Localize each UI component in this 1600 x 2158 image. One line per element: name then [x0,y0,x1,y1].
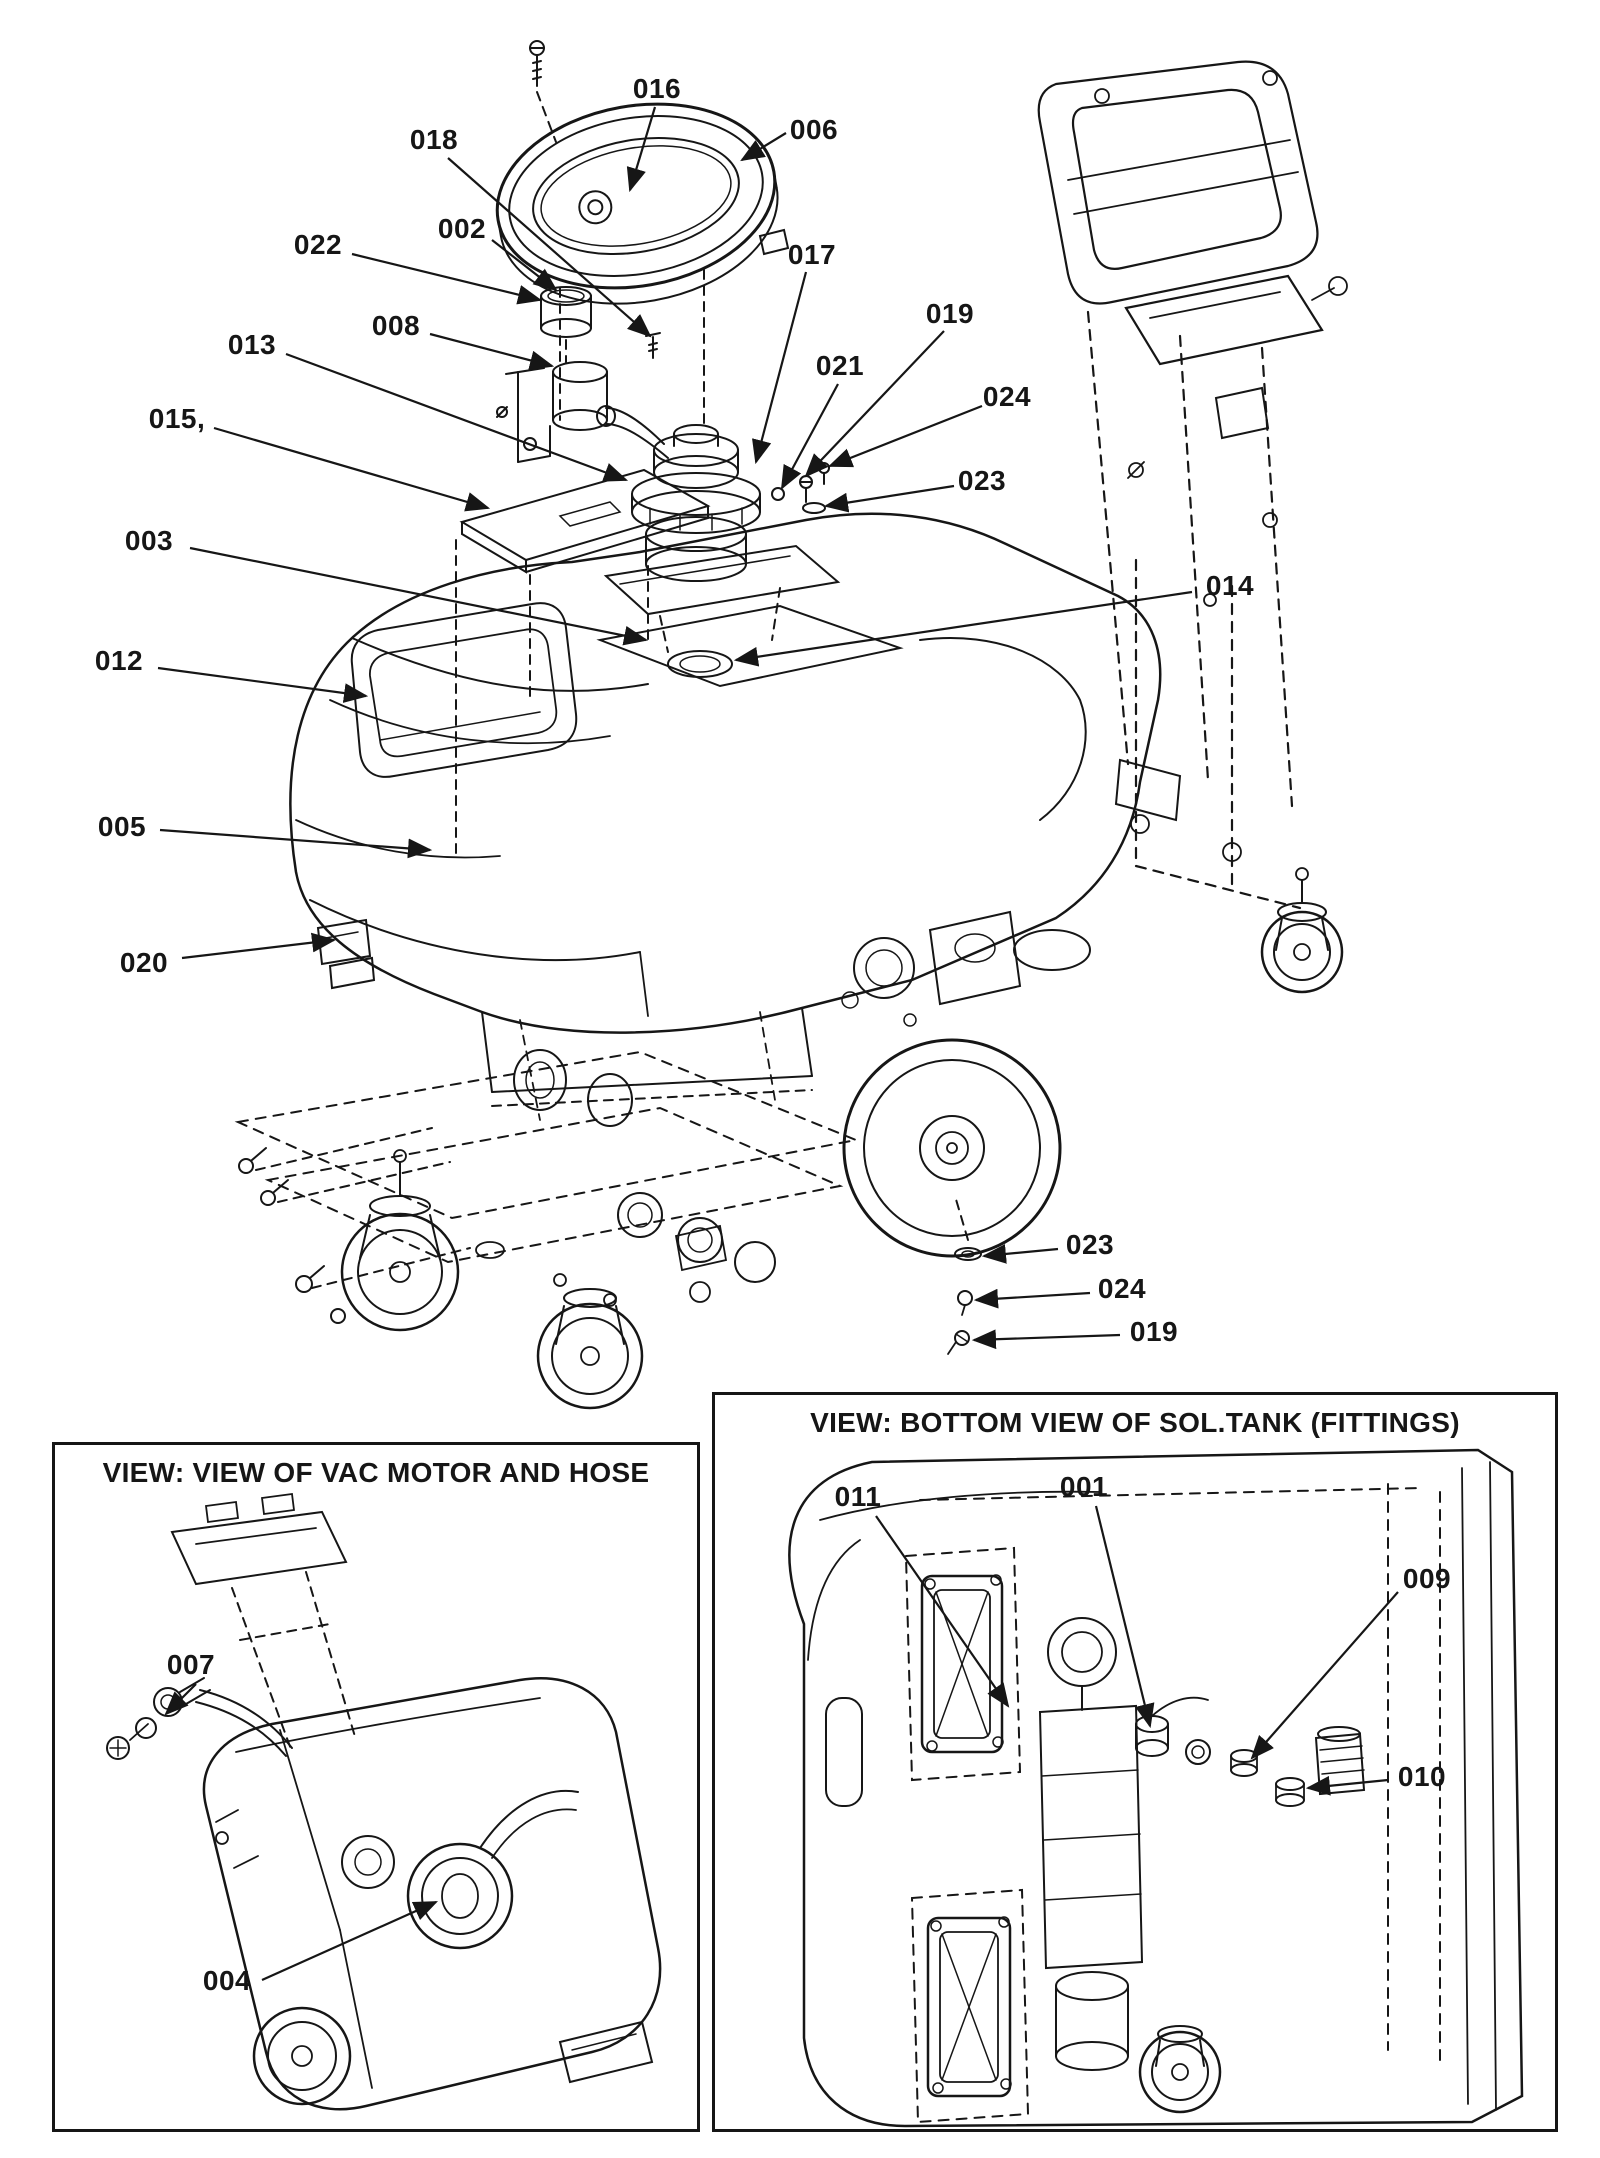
callout-020: 020 [119,947,169,978]
inset-vac-motor-title: VIEW: VIEW OF VAC MOTOR AND HOSE [102,1457,650,1488]
callout-003: 003 [124,525,174,556]
machine-body [289,512,1162,1127]
callout-015: 015, [148,403,206,434]
callout-008: 008 [371,310,421,341]
callout-016: 016 [632,73,682,104]
callout-013: 013 [227,329,277,360]
callout-022: 022 [293,229,343,260]
callout-001: 001 [1059,1471,1109,1502]
callout-009: 009 [1402,1563,1452,1594]
leader-lines [157,106,1399,1982]
fastener-stack [947,1195,982,1355]
callout-019-upper: 019 [925,298,975,329]
callout-010: 010 [1397,1761,1447,1792]
callout-011: 011 [834,1481,882,1512]
inset-sol-tank-drawing [788,1448,1524,2128]
brush-deck [234,1050,860,1410]
lid-assembly [495,40,790,431]
callout-002: 002 [437,213,487,244]
callout-024-lower: 024 [1097,1273,1147,1304]
handle-assembly [1037,60,1348,994]
inset-vac-motor-drawing [106,1492,662,2111]
callout-014: 014 [1205,570,1255,601]
inset-vac-motor-view: VIEW: VIEW OF VAC MOTOR AND HOSE [52,1442,700,2132]
callout-023-upper: 023 [957,465,1007,496]
callout-006: 006 [789,114,839,145]
vac-motor-assembly [596,405,841,653]
callout-012: 012 [94,645,144,676]
callout-018: 018 [409,124,459,155]
callout-004: 004 [202,1965,252,1996]
callout-023-lower: 023 [1065,1229,1115,1260]
callout-021: 021 [815,350,865,381]
callout-005: 005 [97,811,147,842]
callout-017: 017 [787,239,837,270]
callout-019-lower: 019 [1129,1316,1179,1347]
callout-007: 007 [166,1649,216,1680]
small-parts [496,286,661,463]
rear-wheel [842,1038,1062,1258]
inset-sol-tank-title: VIEW: BOTTOM VIEW OF SOL.TANK (FITTINGS) [810,1407,1460,1438]
inset-sol-tank-view: VIEW: BOTTOM VIEW OF SOL.TANK (FITTINGS) [712,1392,1558,2132]
callout-024-upper: 024 [982,381,1032,412]
mounting-plate [455,468,711,857]
